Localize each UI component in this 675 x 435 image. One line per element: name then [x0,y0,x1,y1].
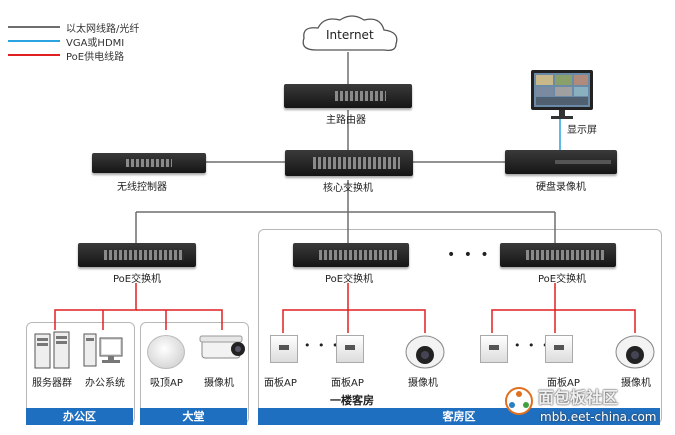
office-zone-tag: 办公区 [26,408,133,425]
router-label: 主路由器 [326,115,366,126]
office-system-icon [83,333,123,367]
poe-line-2c [348,309,426,333]
camera-room-2-label: 摄像机 [621,378,651,389]
poe-line-1d [136,309,223,330]
display-label: 显示屏 [567,125,597,136]
floor-label: 一楼客房 [330,394,374,407]
guest-zone-tag: 客房区 [258,408,660,425]
legend-ethernet-label: 以太网线路/光纤 [66,24,140,35]
watermark-logo-icon [505,387,533,415]
watermark-url: mbb.eet-china.com [540,410,657,424]
core-switch-label: 核心交换机 [323,183,373,194]
legend-vga-line [8,40,60,42]
router-icon [284,84,412,108]
poe-switch-2-icon [293,243,409,267]
poe-switch-2-label: PoE交换机 [325,274,374,285]
poe-line-3 [491,283,556,333]
panel-ap-2-label: 面板AP [331,378,364,389]
legend-poe-line [8,54,60,56]
guest-ellipsis-top: • • • [447,247,491,263]
server-label: 服务器群 [32,378,72,389]
poe-switch-1-label: PoE交换机 [113,274,162,285]
guest-ellipsis-2: • • • [514,339,551,352]
dome-camera-1-icon [405,335,445,369]
nvr-icon [505,150,617,174]
watermark-text: 面包板社区 [538,388,619,407]
panel-ap-3-label: 面板AP [547,378,580,389]
server-icon [34,331,70,369]
display-icon [531,70,593,119]
legend-vga-label: VGA或HDMI [66,38,125,49]
panel-ap-1-icon [270,335,298,363]
panel-ap-3b-icon [545,335,573,363]
camera-room-1-label: 摄像机 [408,378,438,389]
panel-ap-1-label: 面板AP [264,378,297,389]
ceiling-ap-label: 吸顶AP [150,378,183,389]
ceiling-ap-icon [147,335,185,369]
wireless-controller-label: 无线控制器 [117,182,167,193]
panel-ap-2-icon [336,335,364,363]
office-system-label: 办公系统 [85,378,125,389]
camera-lobby-label: 摄像机 [204,378,234,389]
internet-label: Internet [326,28,374,42]
core-switch-icon [285,150,413,176]
guest-ellipsis-1: • • • [304,339,341,352]
poe-line-3c [555,309,636,333]
bullet-camera-icon [199,335,245,359]
poe-switch-1-icon [78,243,196,267]
dome-camera-2-icon [615,335,655,369]
nvr-label: 硬盘录像机 [536,182,586,193]
legend-poe-label: PoE供电线路 [66,52,125,63]
lobby-zone-tag: 大堂 [140,408,247,425]
wireless-controller-icon [92,153,206,173]
poe-switch-3-label: PoE交换机 [538,274,587,285]
poe-line-1 [54,283,137,330]
poe-line-2 [282,283,349,333]
panel-ap-3a-icon [480,335,508,363]
poe-switch-3-icon [500,243,616,267]
legend-ethernet-line [8,26,60,28]
internet-cloud-icon [302,15,398,52]
